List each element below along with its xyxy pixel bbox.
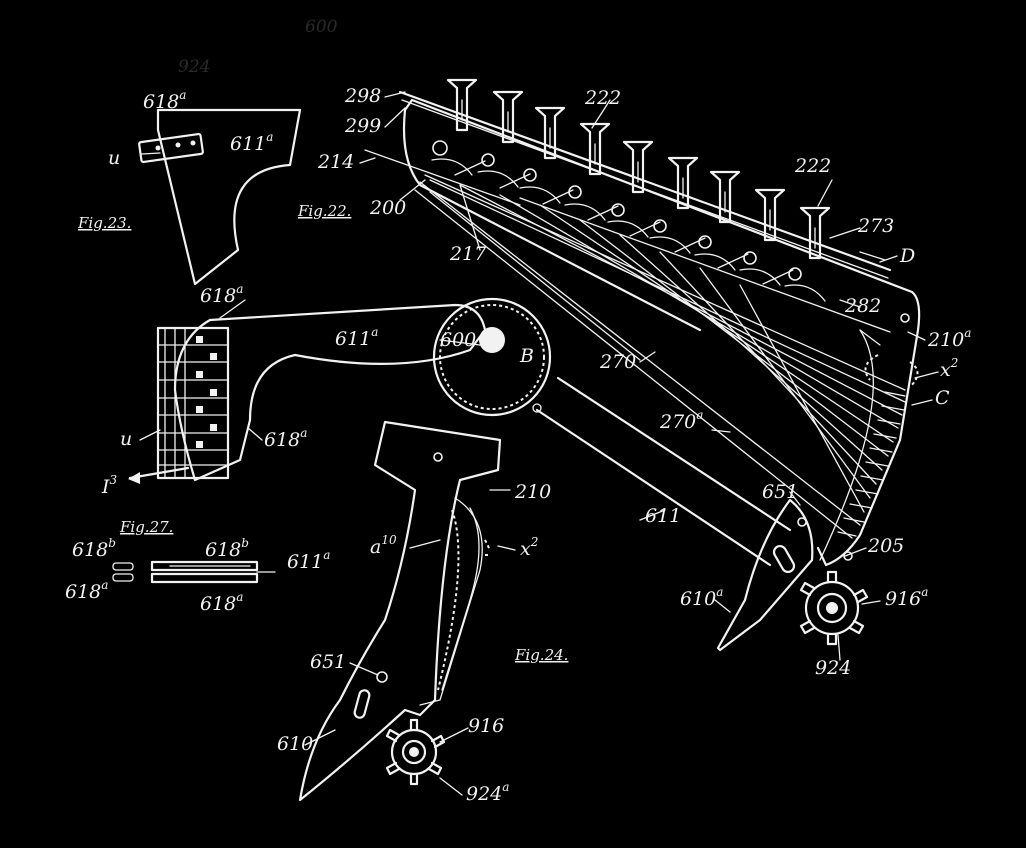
comb-block-618a xyxy=(156,326,230,480)
caption-fig24: Fig.24. xyxy=(514,646,568,664)
label-299: 299 xyxy=(344,115,381,137)
label-611: 611 xyxy=(645,505,681,527)
fig22-key-bank xyxy=(364,78,921,652)
label-200: 200 xyxy=(369,197,406,219)
label-924: 924 xyxy=(815,657,851,679)
arm-end-610a xyxy=(716,498,853,652)
key-2 xyxy=(492,90,524,144)
label-i3: I3 xyxy=(101,473,118,498)
label-222-top: 222 xyxy=(584,87,621,109)
label-924a: 924a xyxy=(466,780,509,805)
label-916a: 916a xyxy=(885,585,928,610)
key-stems xyxy=(446,78,831,260)
caption-fig22: Fig.22. xyxy=(297,202,351,220)
label-c: C xyxy=(935,387,950,409)
label-611a-fig27: 611a xyxy=(287,548,330,573)
fig23-lever xyxy=(138,108,302,286)
fig24-upper-arm xyxy=(128,303,487,484)
label-205: 205 xyxy=(867,535,904,557)
label-273: 273 xyxy=(857,215,894,237)
gear-916 xyxy=(385,718,446,786)
label-298: 298 xyxy=(344,85,381,107)
label-611a-fig24: 611a xyxy=(335,325,378,350)
label-610a: 610a xyxy=(680,585,723,610)
key-4 xyxy=(579,122,611,176)
label-618a-bottom: 618a xyxy=(200,590,243,615)
label-651-bottom: 651 xyxy=(310,651,346,673)
key-3 xyxy=(534,106,566,160)
label-210a: 210a xyxy=(927,326,971,351)
gear-916a xyxy=(799,570,869,646)
label-d: D xyxy=(899,245,915,267)
label-916: 916 xyxy=(468,715,504,737)
label-270a: 270a xyxy=(659,408,703,433)
label-618a-left: 618a xyxy=(65,578,108,603)
key-6 xyxy=(667,156,699,210)
rod-214 xyxy=(364,149,521,206)
label-a10: a10 xyxy=(370,533,397,558)
comb-teeth xyxy=(837,391,906,537)
label-u-fig24: u xyxy=(120,428,132,450)
label-618a-fig23: 618a xyxy=(143,88,186,113)
fig27-detail xyxy=(112,560,276,584)
label-214: 214 xyxy=(317,151,354,173)
label-222-right: 222 xyxy=(794,155,831,177)
key-1 xyxy=(446,78,478,132)
label-618b-left: 618b xyxy=(72,536,116,561)
label-618a-top: 618a xyxy=(200,282,243,307)
key-7 xyxy=(709,170,741,224)
label-270: 270 xyxy=(599,351,636,373)
label-x2-top: x2 xyxy=(940,356,958,381)
key-5 xyxy=(622,140,654,194)
label-217: 217 xyxy=(449,243,487,265)
frame-lower-edge xyxy=(402,108,702,332)
fig24-lower-lever xyxy=(298,420,502,802)
caption-fig23: Fig.23. xyxy=(77,214,131,232)
segment-frame xyxy=(403,98,921,567)
label-618b-right: 618b xyxy=(205,536,249,561)
label-282: 282 xyxy=(844,295,881,317)
label-x2-bottom: x2 xyxy=(520,535,538,560)
wire-fan-270 xyxy=(414,174,906,539)
key-bar-298 xyxy=(398,90,892,272)
label-b: B xyxy=(519,345,534,367)
label-600: 600 xyxy=(440,329,476,351)
arc-c xyxy=(819,329,874,561)
reference-labels: 298 299 214 200 217 222 222 273 D 282 21… xyxy=(65,85,971,805)
label-210: 210 xyxy=(514,481,551,503)
leader-lines xyxy=(139,91,939,796)
disk-b xyxy=(432,297,552,417)
arm-611 xyxy=(535,376,792,567)
svg-text:924: 924 xyxy=(178,57,210,77)
x2-dashed xyxy=(864,354,919,388)
label-618a-side: 618a xyxy=(264,426,307,451)
label-610: 610 xyxy=(277,733,313,755)
key-8 xyxy=(754,188,786,242)
bleed-through-ghost: 600 924 xyxy=(178,17,338,77)
caption-fig27: Fig.27. xyxy=(119,518,173,536)
label-651-top: 651 xyxy=(762,481,798,503)
label-u-fig23: u xyxy=(108,147,120,169)
label-611a-fig23: 611a xyxy=(230,130,273,155)
svg-text:600: 600 xyxy=(305,17,338,37)
key-9 xyxy=(799,206,831,260)
key-pawls xyxy=(431,140,826,302)
